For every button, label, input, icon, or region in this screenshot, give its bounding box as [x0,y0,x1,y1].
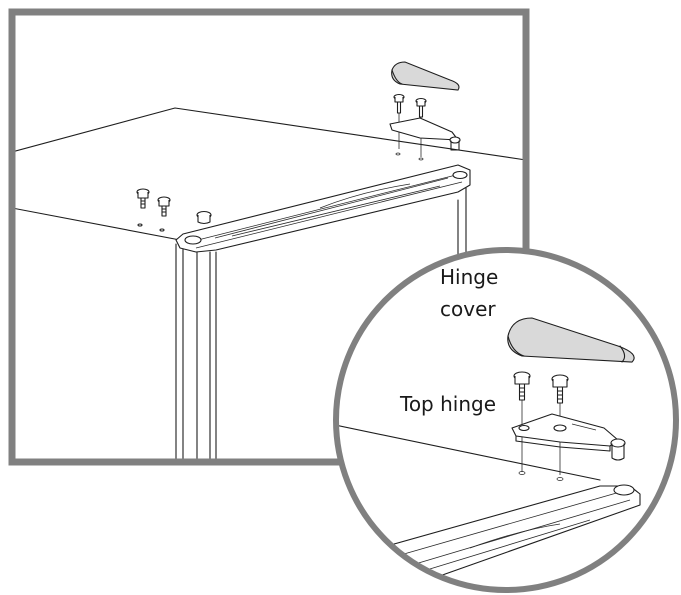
detail-door-top-trim [379,484,641,590]
top-hinge-label: Top hinge [399,392,496,416]
main-view-frame [8,8,530,466]
hinge-cover [507,317,635,363]
hinge-cover-small [391,61,460,91]
detail-circle-border [333,247,679,593]
hinge-cover-label-line1: Hinge [440,265,498,289]
door-top-trim [175,164,471,253]
detail-view [336,317,641,590]
fridge-top-back-edge [12,107,526,161]
hinge-assembly-small [389,61,461,161]
hole-plug [196,210,212,225]
hinge-cover-label-line2: cover [440,297,496,321]
top-hinge [511,413,626,461]
main-view [12,61,526,462]
screws-left [136,188,212,232]
top-hinge-screws [513,371,569,475]
fridge-top-front-edge [12,207,181,241]
